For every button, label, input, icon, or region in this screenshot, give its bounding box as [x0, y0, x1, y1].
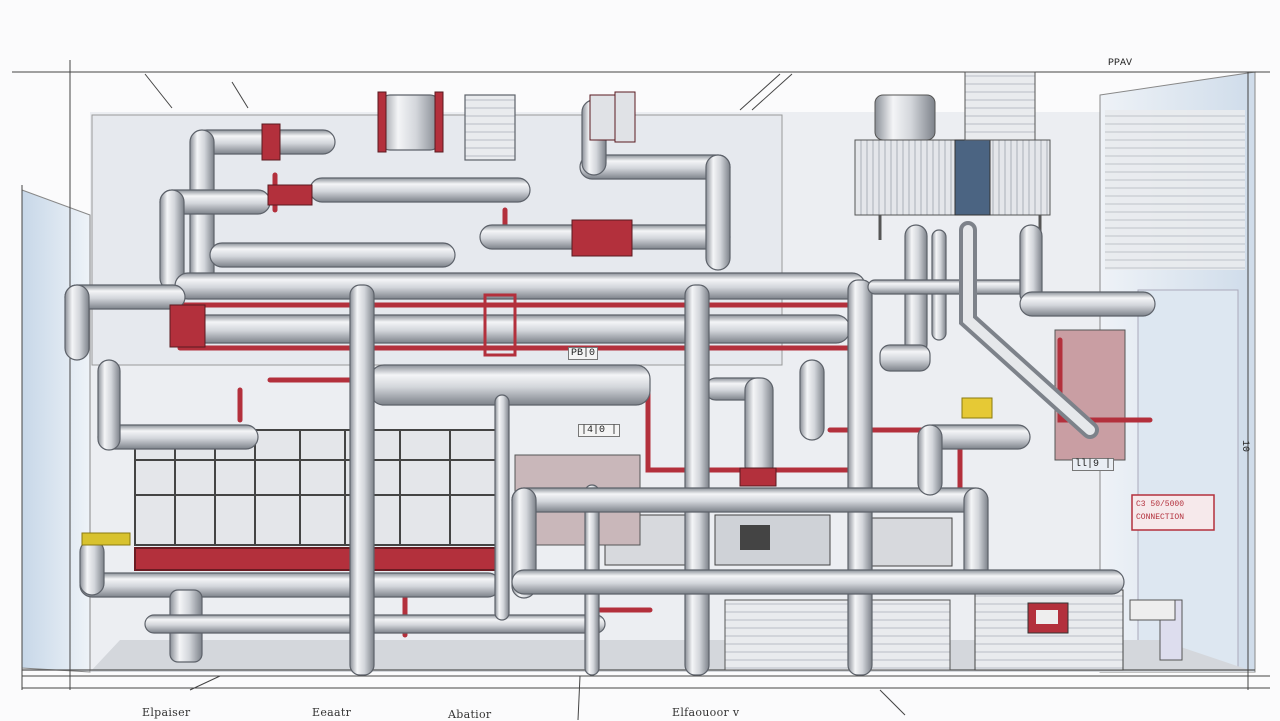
panel-tag-2: |4|0 |	[578, 424, 621, 437]
cooling-unit	[854, 71, 1051, 240]
frame-lines	[12, 60, 1270, 720]
notice-line-1: C3 50/5000	[1136, 500, 1185, 509]
top-note: PPAV	[1108, 58, 1133, 69]
panel-tag-3: ll|9 |	[1072, 458, 1115, 471]
footer-label-3: Abatior	[448, 708, 492, 721]
footer-label-4: Elfaouoor v	[672, 706, 740, 719]
footer-label-2: Eeaatr	[312, 706, 352, 719]
footer-label-1: Elpaiser	[142, 706, 191, 719]
right-dimension: 10	[1239, 440, 1250, 453]
notice-board	[1131, 494, 1215, 531]
panel-tag-1: PB|0	[568, 347, 599, 360]
valves	[81, 91, 993, 546]
notice-line-2: CONNECTION	[1136, 513, 1185, 522]
grille	[134, 429, 501, 571]
